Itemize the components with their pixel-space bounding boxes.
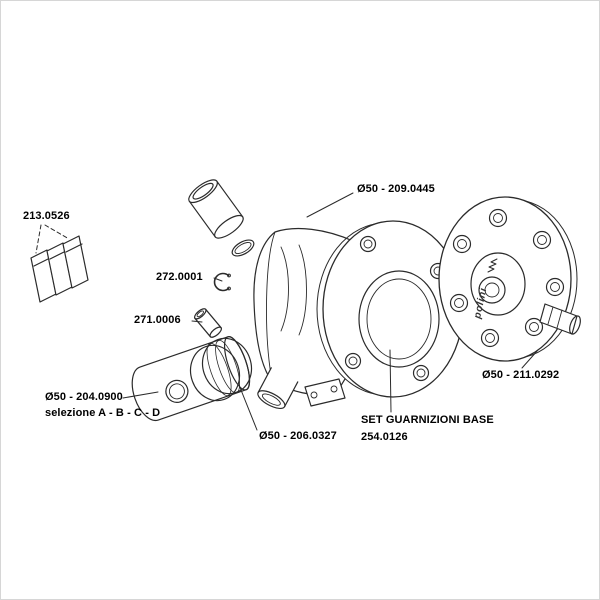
leader-gasket-set: [389, 349, 392, 413]
piston-pin-drawing: [193, 308, 223, 338]
polini-logo-mark: [487, 258, 498, 273]
leader-reed-petals: [35, 224, 70, 254]
leader-piston: [122, 391, 159, 399]
cylinder-head-drawing: polini: [438, 196, 581, 362]
oring-drawing: [231, 239, 255, 257]
leader-piston-rings: [238, 384, 258, 431]
leader-cylinder-head: [521, 349, 539, 369]
label-piston-pin: 271.0006: [134, 314, 181, 326]
spark-plug-drawing: [539, 303, 581, 335]
piston-rings-drawing: [189, 337, 253, 402]
label-piston-selection: selezione A - B - C - D: [45, 407, 161, 419]
leader-piston-pin: [191, 320, 203, 323]
piston-drawing: [131, 336, 251, 422]
label-circlip: 272.0001: [156, 271, 203, 283]
label-piston: Ø50 - 204.0900: [45, 391, 123, 403]
cylinder-sleeve-drawing: [188, 179, 244, 239]
leader-cylinder: [306, 192, 354, 218]
circlip-drawing: [213, 272, 231, 292]
label-gasket-set: SET GUARNIZIONI BASE: [361, 414, 494, 426]
label-reed-petals: 213.0526: [23, 210, 70, 222]
cylinder-drawing: [253, 220, 464, 410]
label-cylinder-head: Ø50 - 211.0292: [482, 369, 560, 381]
label-gasket-set-code: 254.0126: [361, 431, 408, 443]
reed-petals-drawing: [30, 235, 89, 303]
label-piston-rings: Ø50 - 206.0327: [259, 430, 337, 442]
leader-circlip: [213, 277, 223, 282]
label-cylinder: Ø50 - 209.0445: [357, 183, 435, 195]
